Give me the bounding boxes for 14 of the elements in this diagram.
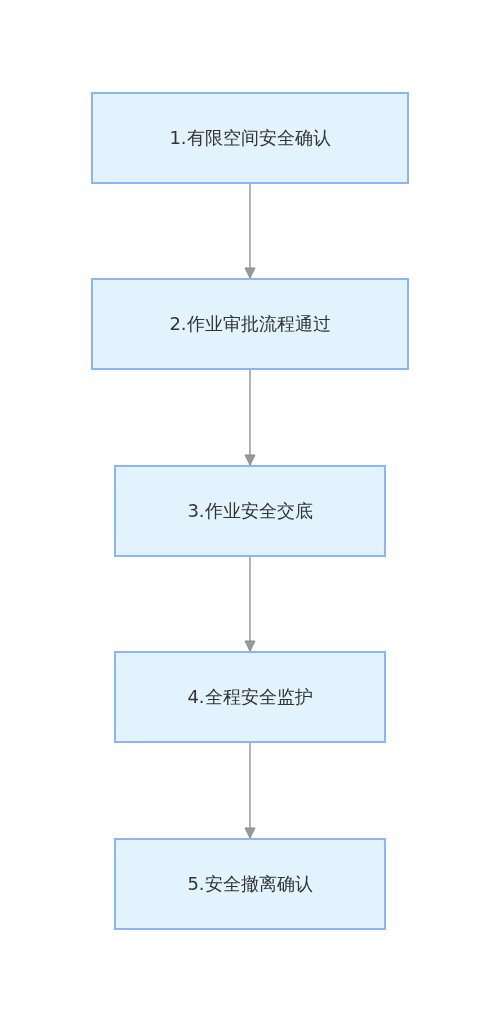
process-box — [114, 838, 386, 930]
process-box — [91, 92, 409, 184]
arrow — [244, 556, 256, 652]
arrow — [244, 742, 256, 839]
step-label: 1.有限空间安全确认 — [169, 127, 331, 149]
arrow — [244, 183, 256, 279]
process-box — [91, 278, 409, 370]
step-label: 5.安全撤离确认 — [187, 873, 313, 895]
process-box — [114, 465, 386, 557]
arrow — [244, 369, 256, 466]
process-box — [114, 651, 386, 743]
step-label: 2.作业审批流程通过 — [169, 313, 331, 335]
step-label: 3.作业安全交底 — [187, 500, 313, 522]
step-label: 4.全程安全监护 — [187, 686, 313, 708]
